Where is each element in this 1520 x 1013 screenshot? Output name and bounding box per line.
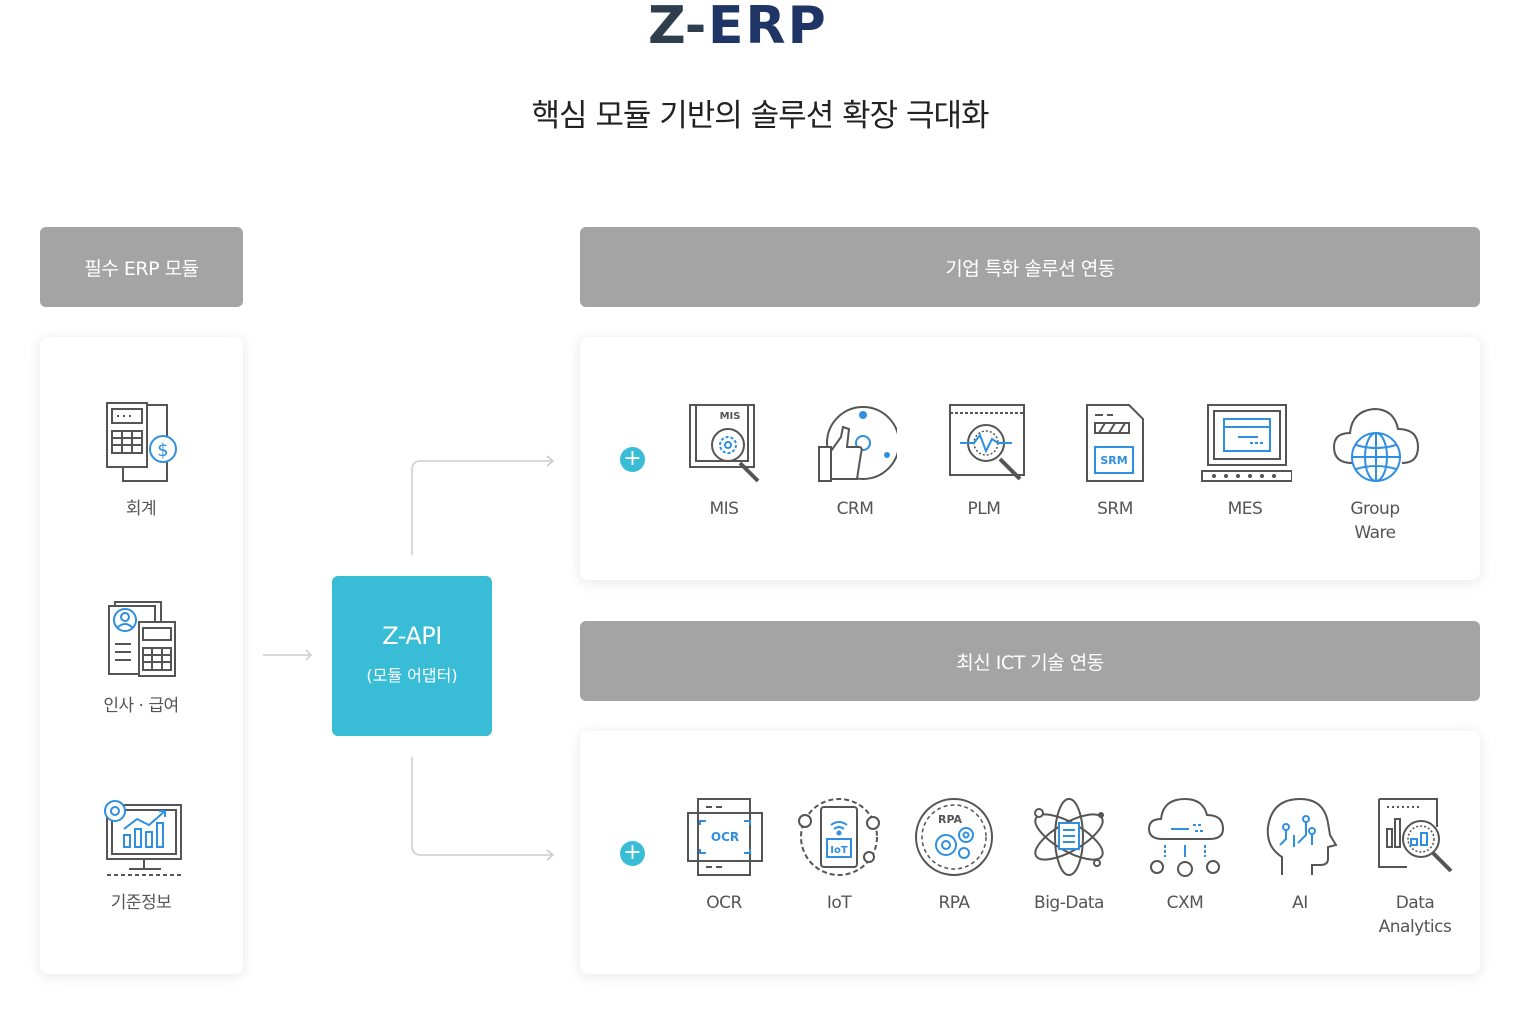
- rpa-icon-text: RPA: [938, 813, 963, 826]
- solution-mes-label: MES: [1227, 499, 1263, 519]
- tech-ocr[interactable]: OCR OCR: [669, 795, 779, 915]
- enterprise-solution-header-label: 기업 특화 솔루션 연동: [945, 257, 1115, 280]
- plus-icon: +: [620, 841, 645, 866]
- module-accounting-label: 회계: [125, 499, 157, 519]
- srm-document-icon: SRM: [1086, 404, 1144, 482]
- connector-api-to-top: [411, 460, 553, 555]
- solution-plm-label: PLM: [967, 499, 1001, 519]
- accounting-calculator-icon: $: [106, 402, 177, 482]
- page-subtitle: 핵심 모듈 기반의 솔루션 확장 극대화: [531, 98, 989, 134]
- solution-srm[interactable]: SRM SRM: [1060, 401, 1170, 521]
- connector-api-to-bottom: [411, 757, 553, 856]
- ocr-scan-icon: OCR: [687, 798, 763, 876]
- module-hr-payroll-label: 인사 · 급여: [103, 696, 179, 716]
- svg-text:$: $: [157, 440, 168, 461]
- tech-big-data-label: Big-Data: [1034, 893, 1104, 913]
- solution-crm-label: CRM: [836, 499, 874, 519]
- connector-top-arrowhead: [546, 455, 555, 467]
- z-api-box[interactable]: Z-API (모듈 어댑터): [332, 576, 492, 736]
- module-accounting[interactable]: $ 회계: [86, 401, 196, 521]
- master-data-monitor-icon: [104, 800, 183, 876]
- groupware-cloud-globe-icon: [1332, 407, 1420, 482]
- z-erp-logo: Z- ERP: [648, 0, 828, 46]
- crm-thumbs-up-icon: [818, 406, 897, 482]
- solution-mis[interactable]: MIS MIS: [669, 401, 779, 521]
- ict-technology-header-label: 최신 ICT 기술 연동: [956, 651, 1104, 674]
- data-analytics-icon: [1378, 798, 1453, 873]
- ocr-icon-text: OCR: [711, 830, 739, 844]
- solution-mis-label: MIS: [709, 499, 739, 519]
- tech-iot-label: IoT: [826, 893, 852, 913]
- enterprise-solution-header: 기업 특화 솔루션 연동: [580, 227, 1480, 307]
- module-hr-payroll[interactable]: 인사 · 급여: [86, 598, 196, 718]
- logo-text-z: Z-: [648, 0, 706, 46]
- tech-iot[interactable]: IoT IoT: [784, 795, 894, 915]
- mis-icon-text: MIS: [720, 411, 741, 422]
- required-erp-panel: $ 회계 인사 · 급여: [40, 337, 243, 974]
- tech-cxm-label: CXM: [1166, 893, 1204, 913]
- solution-srm-label: SRM: [1097, 499, 1133, 519]
- cxm-cloud-network-icon: [1147, 797, 1225, 877]
- plm-window-icon: [949, 404, 1025, 481]
- iot-phone-icon: IoT: [798, 798, 880, 876]
- tech-ai[interactable]: AI: [1245, 795, 1355, 915]
- module-master-data-label: 기준정보: [110, 893, 172, 913]
- solution-crm[interactable]: CRM: [800, 401, 910, 521]
- iot-icon-text: IoT: [830, 845, 848, 856]
- logo-text-erp: ERP: [708, 0, 828, 46]
- tech-rpa[interactable]: RPA RPA: [899, 795, 1009, 915]
- mis-icon: MIS: [689, 404, 760, 483]
- srm-icon-text: SRM: [1100, 454, 1127, 467]
- solution-mes[interactable]: MES: [1190, 401, 1300, 521]
- mes-monitor-icon: [1201, 404, 1292, 482]
- z-api-title: Z-API: [382, 622, 442, 650]
- ai-head-icon: [1266, 797, 1338, 875]
- ict-technology-panel: + OCR OCR: [580, 731, 1480, 974]
- solution-plm[interactable]: PLM: [929, 401, 1039, 521]
- required-erp-header-label: 필수 ERP 모듈: [84, 257, 199, 280]
- z-api-subtitle: (모듈 어댑터): [366, 666, 458, 685]
- solution-groupware-label: Group Ware: [1350, 499, 1400, 543]
- tech-rpa-label: RPA: [938, 893, 970, 913]
- tech-data-analytics[interactable]: Data Analytics: [1360, 795, 1470, 939]
- tech-big-data[interactable]: Big-Data: [1014, 795, 1124, 915]
- ict-technology-header: 최신 ICT 기술 연동: [580, 621, 1480, 701]
- plus-icon: +: [620, 447, 645, 472]
- enterprise-solution-panel: + MIS MIS CRM: [580, 337, 1480, 580]
- solution-groupware[interactable]: Group Ware: [1320, 401, 1430, 545]
- required-erp-header: 필수 ERP 모듈: [40, 227, 243, 307]
- connector-bottom-arrowhead: [546, 849, 555, 861]
- tech-ai-label: AI: [1292, 893, 1308, 913]
- hr-payroll-icon: [108, 601, 176, 677]
- tech-data-analytics-label: Data Analytics: [1378, 893, 1452, 937]
- big-data-atom-icon: [1034, 798, 1104, 876]
- connector-left-arrowhead: [305, 649, 313, 661]
- rpa-gears-icon: RPA: [915, 798, 993, 876]
- module-master-data[interactable]: 기준정보: [86, 795, 196, 915]
- tech-ocr-label: OCR: [706, 893, 742, 913]
- tech-cxm[interactable]: CXM: [1130, 795, 1240, 915]
